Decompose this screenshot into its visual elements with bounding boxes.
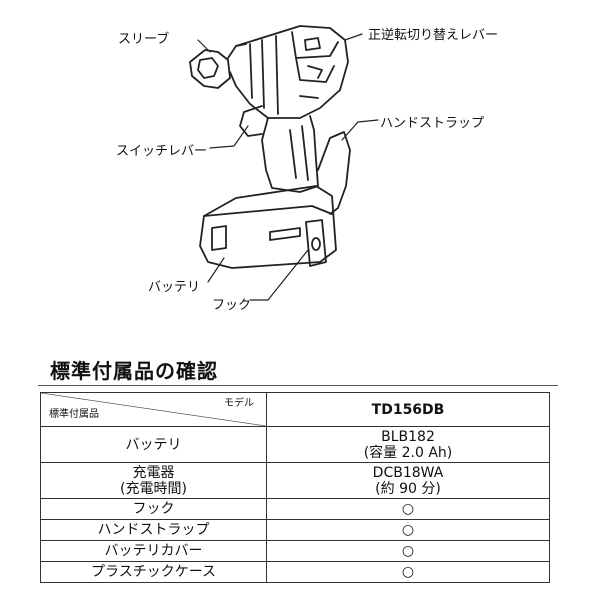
impact-driver-illustration [189,25,379,301]
value-line-2: (容量 2.0 Ah) [363,444,453,461]
model-name-cell: TD156DB [266,392,550,427]
title-divider [38,385,558,386]
accessory-table: モデル 標準付属品 TD156DB バッテリ BLB182 (容量 2.0 Ah… [40,392,550,583]
included-mark: ○ [401,543,415,559]
head-housing [229,25,349,119]
item-label: フック [132,501,175,517]
grip [261,115,319,193]
item-cell: ハンドストラップ [40,519,267,541]
switch-lever-shape [239,105,263,137]
sleeve-outline [189,49,231,89]
value-line-1: DCB18WA [372,464,444,481]
table-row: フック ○ [40,498,550,520]
value-cell: ○ [266,540,550,562]
header-model-label: モデル [224,398,254,409]
item-label: バッテリカバー [104,543,203,559]
section-title: 標準付属品の確認 [50,359,218,383]
item-sublabel: (充電時間) [120,480,187,497]
table-row: バッテリ BLB182 (容量 2.0 Ah) [40,426,550,463]
label-sleeve: スリーブ [118,32,170,47]
battery-shape [199,185,337,269]
table-row: プラスチックケース ○ [40,561,550,583]
label-hand-strap: ハンドストラップ [380,116,485,131]
item-cell: 充電器 (充電時間) [40,462,267,499]
item-cell: バッテリカバー [40,540,267,562]
value-cell: BLB182 (容量 2.0 Ah) [266,426,550,463]
item-cell: プラスチックケース [40,561,267,583]
bit-holder [197,57,219,79]
included-mark: ○ [401,564,415,580]
label-switch-lever: スイッチレバー [116,144,208,159]
table-row: 充電器 (充電時間) DCB18WA (約 90 分) [40,462,550,499]
item-label: 充電器 [132,464,175,481]
value-line-2: (約 90 分) [375,480,441,497]
value-line-1: BLB182 [381,428,435,445]
header-std-label: 標準付属品 [49,409,99,420]
table-row: ハンドストラップ ○ [40,519,550,541]
value-cell: ○ [266,561,550,583]
label-hook: フック [212,298,252,313]
value-cell: ○ [266,498,550,520]
value-cell: ○ [266,519,550,541]
included-mark: ○ [401,501,415,517]
model-name: TD156DB [371,401,445,418]
item-cell: バッテリ [40,426,267,463]
header-diagonal-cell: モデル 標準付属品 [40,392,267,427]
table-header-row: モデル 標準付属品 TD156DB [40,392,550,427]
item-label: バッテリ [125,436,182,453]
included-mark: ○ [401,522,415,538]
label-reverse-lever: 正逆転切り替えレバー [368,28,499,43]
reverse-lever-shape [304,37,321,51]
table-row: バッテリカバー ○ [40,540,550,562]
value-cell: DCB18WA (約 90 分) [266,462,550,499]
item-cell: フック [40,498,267,520]
label-battery: バッテリ [148,280,201,295]
hook-shape [305,219,327,267]
item-label: ハンドストラップ [97,522,210,538]
item-label: プラスチックケース [90,564,217,580]
hand-strap-shape [317,131,351,215]
